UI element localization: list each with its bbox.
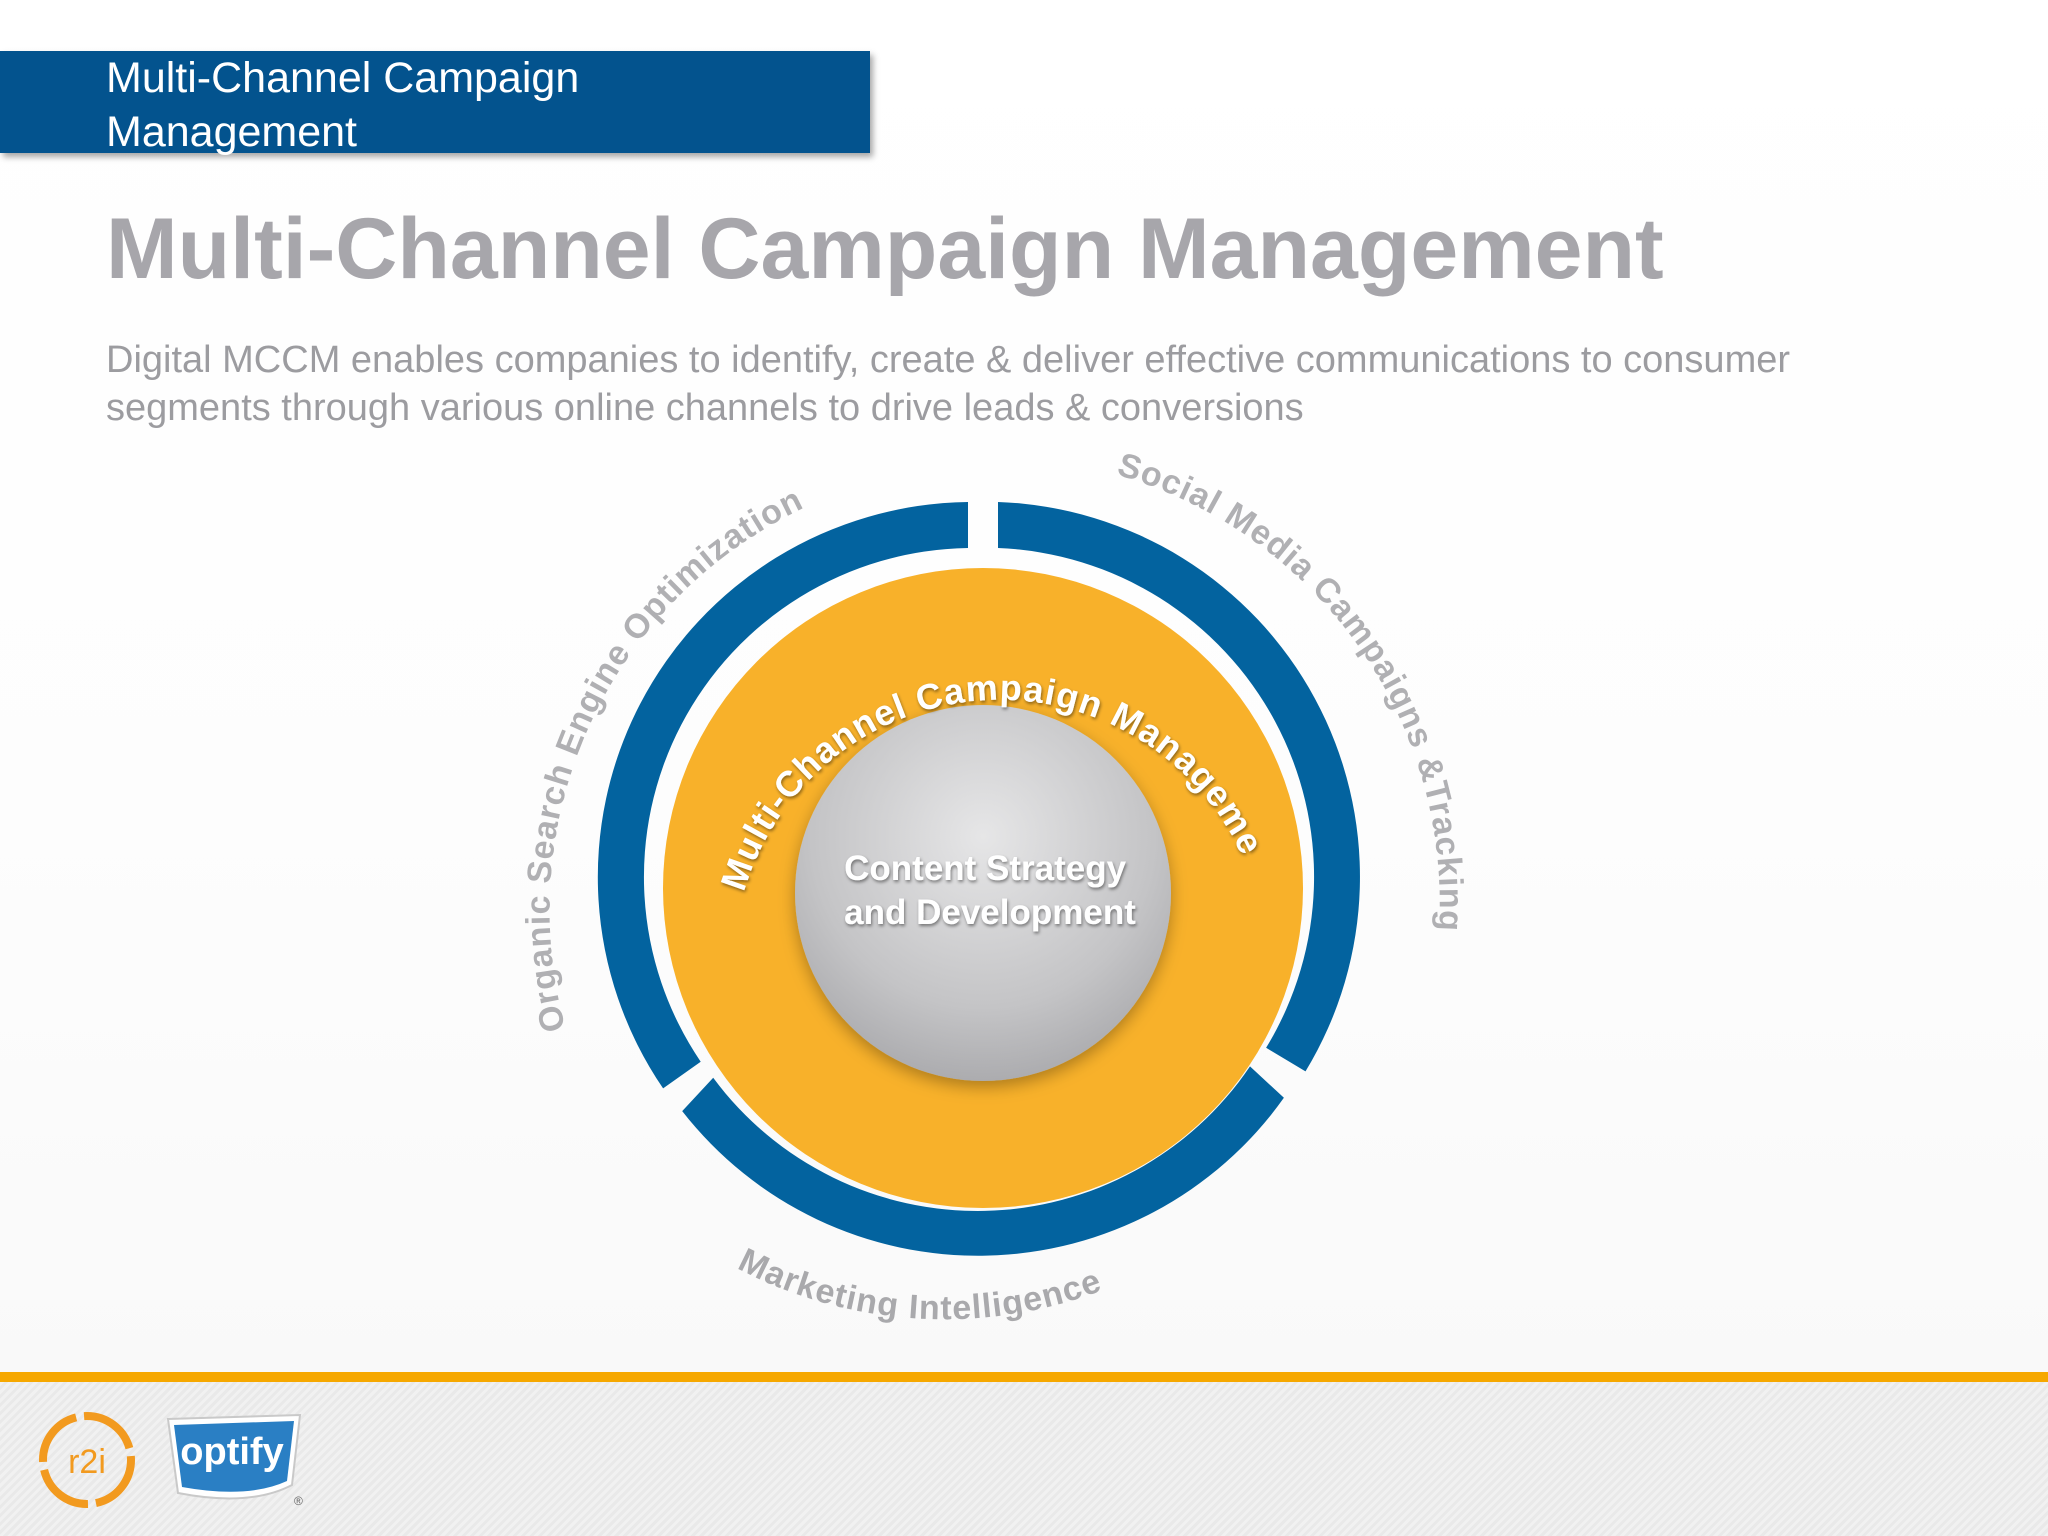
page-title: Multi-Channel Campaign Management — [106, 201, 1664, 297]
core-label-line1: Content Strategy — [844, 849, 1127, 888]
optify-logo: optify ® — [166, 1413, 303, 1508]
optify-registered-mark: ® — [294, 1494, 303, 1508]
mccm-ring-diagram: Organic Search Engine Optimization Socia… — [0, 0, 1469, 1327]
core-circle — [795, 705, 1171, 1081]
outer-label-bottom: Marketing Intelligence — [733, 1241, 1107, 1327]
outer-ring — [597, 502, 1360, 1256]
optify-logo-text: optify — [180, 1431, 283, 1473]
core-label: Content Strategy and Development — [844, 849, 1136, 932]
page-description: Digital MCCM enables companies to identi… — [106, 339, 1791, 429]
core-label-line2: and Development — [844, 893, 1136, 932]
section-banner: Multi-Channel Campaign Management — [0, 51, 870, 156]
outer-segment-bottom — [682, 1066, 1284, 1256]
r2i-logo-text: r2i — [68, 1443, 106, 1481]
section-label: Multi-Channel Campaign Management — [106, 54, 580, 156]
footer-accent-line — [0, 1372, 2048, 1382]
footer — [0, 1382, 2048, 1536]
r2i-logo: r2i — [39, 1412, 135, 1508]
outer-segment-left — [597, 502, 968, 1089]
outer-segment-right — [998, 502, 1360, 1072]
